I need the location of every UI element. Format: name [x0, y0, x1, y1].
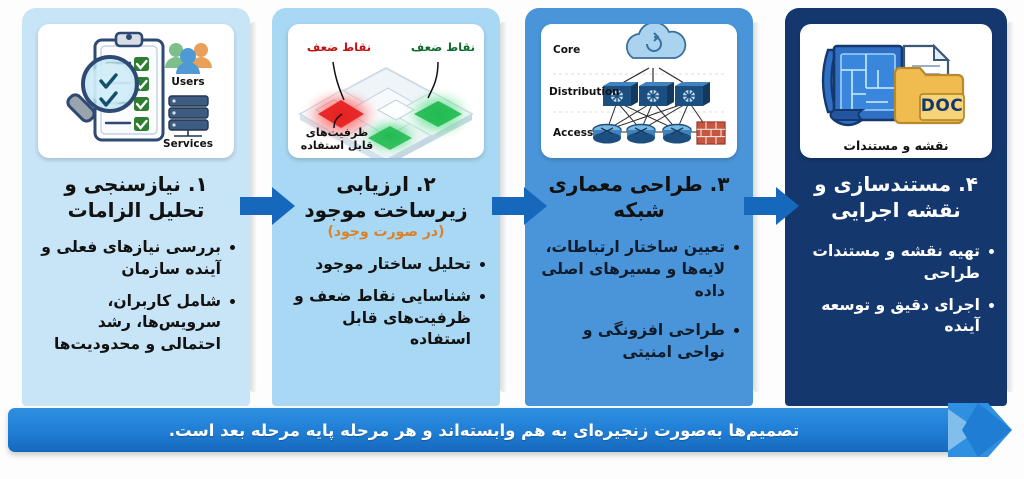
- column-4-title: ۴. مستندسازی و نقشه اجرایی: [814, 172, 978, 222]
- column-3-title: ۳. طراحی معماری شبکه: [548, 172, 730, 222]
- capacity-label: ظرفیت‌های قابل استفاده: [300, 126, 374, 153]
- column-2-subtitle: (در صورت وجود): [327, 224, 445, 241]
- list-item: اجرای دقیق و توسعه آینده: [798, 295, 994, 338]
- flow-arrow-3-to-4: [744, 186, 800, 226]
- list-item: بررسی نیازهای فعلی و آینده سازمان: [37, 237, 235, 280]
- banner-text: تصمیم‌ها به‌صورت زنجیره‌ای به هم وابسته‌…: [168, 420, 800, 440]
- access-label: Access: [553, 127, 594, 139]
- banner-bar: [8, 408, 960, 452]
- column-2-title: ۲. ارزیابی زیرساخت موجود: [304, 172, 468, 222]
- list-item: شناسایی نقاط ضعف و ظرفیت‌های قابل استفاد…: [287, 286, 485, 351]
- list-item: تعیین ساختار ارتباطات، لایه‌ها و مسیرهای…: [539, 237, 739, 302]
- column-3-bullets: تعیین ساختار ارتباطات، لایه‌ها و مسیرهای…: [539, 237, 739, 381]
- stage-column-3: Core Distribution Access ۳. طراحی معماری…: [525, 8, 760, 406]
- heatmap-illustration: نقاط ضعف نقاط ضعف ظرفیت‌های قابل استفاده: [288, 24, 484, 158]
- docs-caption: نقشه و مستندات: [843, 138, 949, 153]
- list-item: تحلیل ساختار موجود: [287, 254, 485, 276]
- stage-column-4: DOC نقشه و مستندات ۴. مستندسازی و نقشه ا…: [785, 8, 1014, 406]
- core-label: Core: [553, 44, 581, 56]
- stage-column-1: Users Services ۱. نیازسنجی و تحلیل الزام…: [22, 8, 257, 406]
- illustration-card-heatmap: نقاط ضعف نقاط ضعف ظرفیت‌های قابل استفاده: [288, 24, 484, 158]
- weakness-label-right: نقاط ضعف: [410, 40, 476, 54]
- banner-arrowhead-icon: [948, 403, 1014, 457]
- illustration-card-requirements: Users Services: [38, 24, 234, 158]
- requirements-illustration: Users Services: [38, 24, 234, 158]
- list-item: شامل کاربران، سرویس‌ها، رشد احتمالی و مح…: [37, 291, 235, 356]
- services-label: Services: [163, 138, 213, 150]
- column-1-bullets: بررسی نیازهای فعلی و آینده سازمان شامل ک…: [37, 237, 235, 365]
- topology-illustration: Core Distribution Access: [541, 24, 737, 158]
- distribution-label: Distribution: [549, 86, 620, 98]
- list-item: تهیه نقشه و مستندات طراحی: [798, 241, 994, 284]
- illustration-card-topology: Core Distribution Access: [541, 24, 737, 158]
- column-2-bullets: تحلیل ساختار موجود شناسایی نقاط ضعف و ظر…: [287, 254, 485, 361]
- doc-badge-label: DOC: [920, 96, 964, 116]
- column-4-bullets: تهیه نقشه و مستندات طراحی اجرای دقیق و ت…: [798, 241, 994, 348]
- users-label: Users: [171, 76, 205, 88]
- flow-arrow-2-to-3: [492, 186, 548, 226]
- weakness-label-left: نقاط ضعف: [306, 40, 372, 54]
- summary-banner: تصمیم‌ها به‌صورت زنجیره‌ای به هم وابسته‌…: [8, 403, 1014, 457]
- stage-column-2: نقاط ضعف نقاط ضعف ظرفیت‌های قابل استفاده…: [272, 8, 507, 406]
- list-item: طراحی افزونگی و نواحی امنیتی: [539, 320, 739, 363]
- illustration-card-docs: DOC نقشه و مستندات: [800, 24, 992, 158]
- flow-arrow-1-to-2: [240, 186, 296, 226]
- column-1-title: ۱. نیازسنجی و تحلیل الزامات: [64, 172, 208, 222]
- docs-illustration: DOC نقشه و مستندات: [800, 24, 992, 158]
